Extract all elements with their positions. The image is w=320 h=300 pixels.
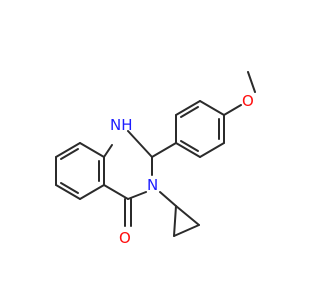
bond xyxy=(173,224,200,237)
cyclopropyl-group xyxy=(159,191,200,237)
bond xyxy=(127,130,153,158)
double-bond-inner xyxy=(60,148,79,160)
double-bond-inner xyxy=(180,106,199,118)
bond xyxy=(175,100,201,116)
ether-oxygen-label: O xyxy=(242,92,254,110)
structure-canvas: NH N O O xyxy=(55,71,256,247)
bond xyxy=(175,142,201,158)
bond xyxy=(103,144,113,158)
bond xyxy=(175,205,200,226)
bond xyxy=(103,184,129,200)
bond xyxy=(127,191,147,200)
bond xyxy=(159,191,177,207)
amide-nitrogen-label: N xyxy=(147,176,158,194)
methoxyphenyl-ring xyxy=(151,71,256,158)
bond xyxy=(151,142,177,158)
double-bond-inner xyxy=(60,182,79,194)
benzene-ring-left xyxy=(55,142,105,200)
bond xyxy=(79,184,105,200)
bond xyxy=(199,100,225,116)
amine-nitrogen-label: NH xyxy=(110,116,133,134)
carbonyl-oxygen-label: O xyxy=(119,229,131,247)
bond xyxy=(55,142,81,158)
bond xyxy=(199,142,225,158)
bond xyxy=(79,142,105,158)
bond xyxy=(55,184,81,200)
dihydroquinazolinone-ring xyxy=(103,130,153,227)
molecule-structure: NH N O O xyxy=(55,71,256,247)
methyl-bond xyxy=(247,71,256,93)
bond xyxy=(173,205,177,237)
double-bond-inner xyxy=(180,140,199,152)
ether-bond xyxy=(223,104,242,116)
